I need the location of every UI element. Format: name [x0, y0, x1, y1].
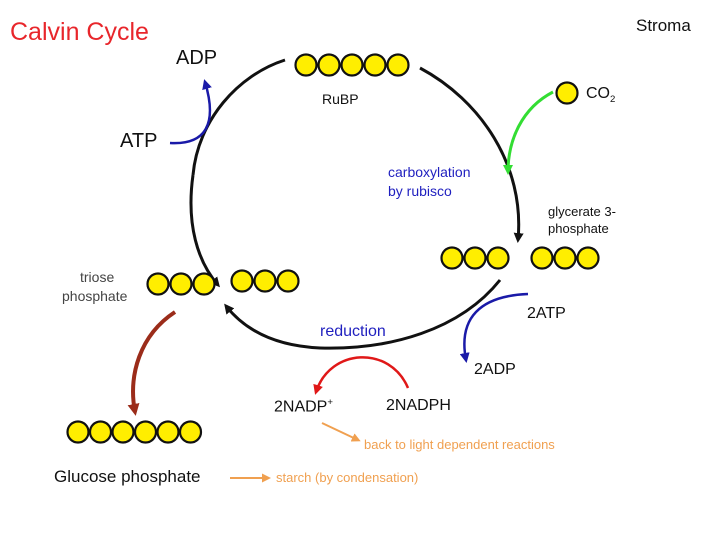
glycerate-3-phosphate-right-carbon-2 [553, 246, 577, 270]
atp-to-adp-arrow [169, 79, 212, 145]
triose-phosphate-right-molecule [230, 269, 300, 293]
atp-label: ATP [120, 130, 158, 152]
cycle-arc-left [189, 174, 220, 288]
nadph-label: 2NADPH [386, 397, 451, 414]
glucose-phosphate-carbon-4 [133, 420, 158, 444]
glucose-phosphate-carbon-3 [111, 420, 135, 444]
co2-carbon-1 [555, 81, 579, 105]
glucose-phosphate-carbon-5 [156, 420, 180, 444]
triose-phosphate-left-carbon-3 [192, 272, 216, 296]
cycle-arc-top [191, 58, 286, 176]
triose-phosphate-right-carbon-3 [276, 269, 300, 293]
co2-arrow [503, 90, 554, 175]
carboxylation-label-line1: carboxylation [388, 164, 471, 180]
glycerate-3-phosphate-left-carbon-3 [486, 246, 510, 270]
rubp-carbon-1 [294, 53, 318, 77]
co2-label: CO2 [586, 86, 615, 105]
glucose-phosphate-carbon-6 [178, 420, 203, 444]
glycerate-3-phosphate-left-molecule [440, 246, 510, 270]
starch-label: starch (by condensation) [276, 470, 419, 485]
glycerate-label-line1: glycerate 3- [548, 204, 616, 219]
triose-phosphate-right-carbon-2 [253, 269, 277, 293]
rubp-carbon-5 [386, 53, 410, 77]
triose-label-line2: phosphate [62, 288, 128, 304]
triose-phosphate-left-carbon-2 [169, 272, 193, 296]
triose-phosphate-left-molecule [146, 272, 216, 296]
glucose-phosphate-carbon-2 [88, 420, 113, 444]
glycerate-3-phosphate-right-carbon-3 [576, 246, 600, 270]
glycerate-label-line2: phosphate [548, 221, 609, 236]
nadp-text: 2NADP [274, 398, 328, 416]
cycle-arc-right [419, 66, 524, 243]
nadp-superscript: + [327, 397, 333, 408]
nadp-label: 2NADP+ [274, 398, 333, 415]
cycle-arc-bottom [224, 279, 502, 350]
glycerate-3-phosphate-right-carbon-1 [530, 246, 554, 270]
glycerate-3-phosphate-left-carbon-2 [463, 246, 487, 270]
triose-phosphate-left-carbon-1 [146, 272, 170, 296]
two-atp-to-adp-arrow [459, 292, 529, 363]
rubp-label: RuBP [322, 91, 359, 107]
rubp-molecule [294, 53, 410, 77]
glucose-phosphate-molecule [66, 420, 203, 444]
reduction-label: reduction [320, 323, 386, 340]
back-to-light-arrow [321, 422, 361, 442]
co2-text: CO [586, 85, 610, 102]
co2-molecule [555, 81, 579, 105]
two-adp-label: 2ADP [474, 361, 516, 378]
rubp-carbon-3 [340, 53, 364, 77]
triose-to-glucose-arrow [127, 310, 177, 416]
stroma-label: Stroma [636, 16, 691, 35]
nadph-to-nadp-arrow [313, 356, 410, 395]
carboxylation-label-line2: by rubisco [388, 183, 452, 199]
co2-subscript: 2 [610, 94, 616, 106]
glycerate-3-phosphate-left-carbon-1 [440, 246, 464, 270]
back-to-light-label: back to light dependent reactions [364, 437, 555, 452]
two-atp-label: 2ATP [527, 305, 566, 322]
glucose-phosphate-carbon-1 [66, 420, 90, 444]
triose-phosphate-right-carbon-1 [230, 269, 254, 293]
triose-label-line1: triose [80, 269, 115, 285]
adp-label: ADP [176, 47, 218, 69]
glucose-phosphate-label: Glucose phosphate [54, 467, 201, 486]
rubp-carbon-4 [363, 53, 387, 77]
glycerate-3-phosphate-right-molecule [530, 246, 600, 270]
diagram-title: Calvin Cycle [10, 18, 149, 46]
rubp-carbon-2 [317, 53, 341, 77]
